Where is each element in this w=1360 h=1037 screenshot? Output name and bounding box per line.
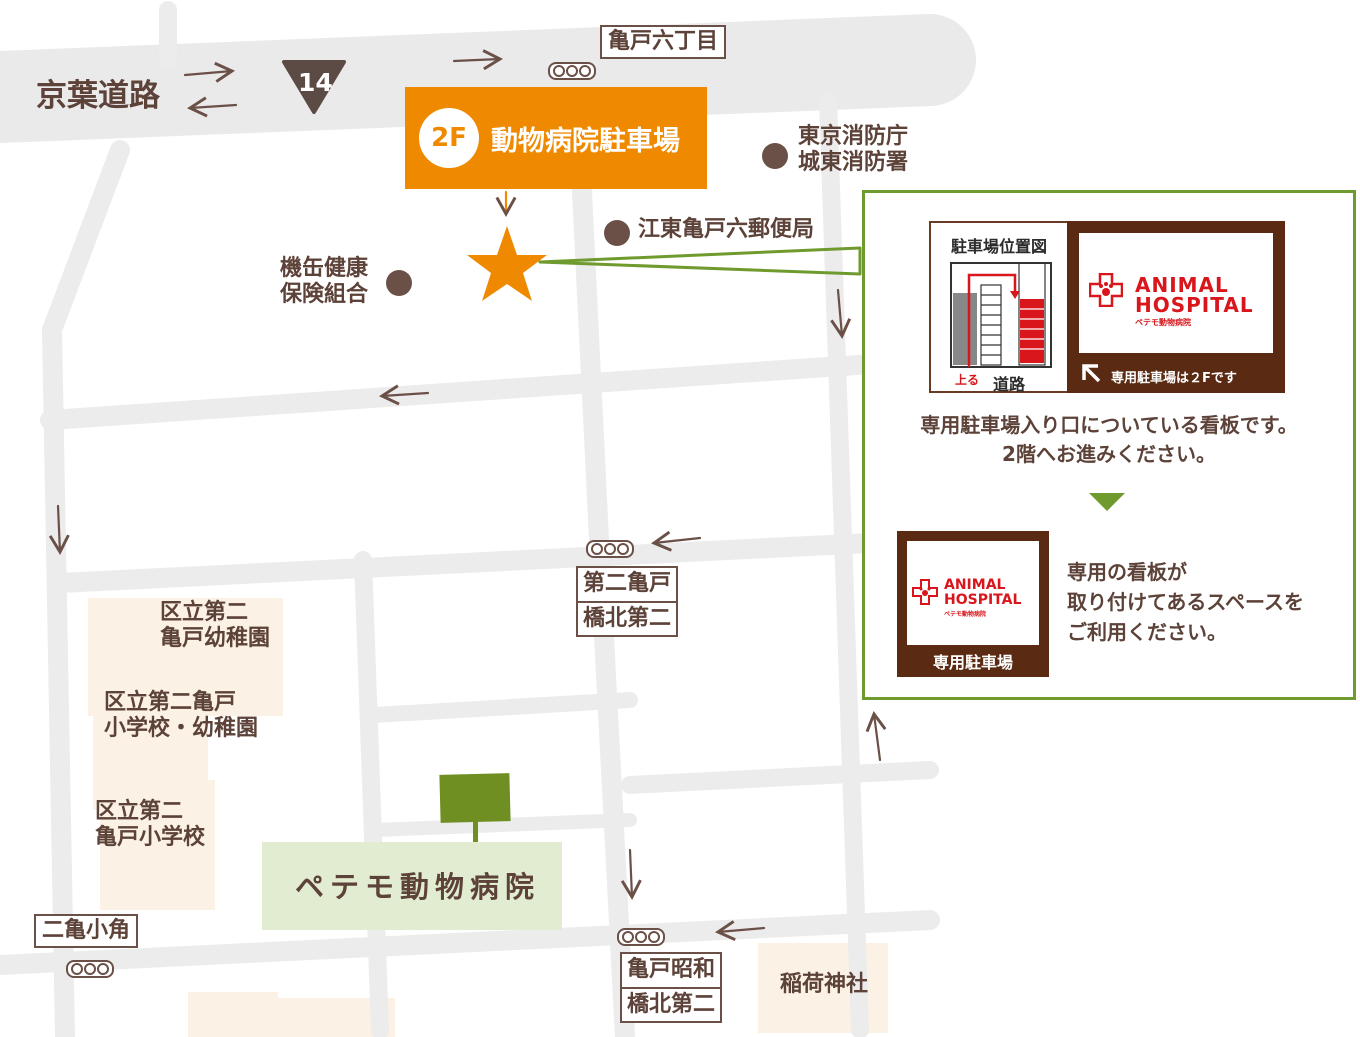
red-cross-paw-icon	[1088, 272, 1124, 308]
kindergarten-label: 区立第二 亀戸幼稚園	[160, 600, 271, 652]
hospital-block	[262, 842, 562, 930]
parking-note: 専用駐車場は２Fです	[1111, 371, 1237, 386]
parking-floor-badge: 2F	[419, 108, 479, 168]
parking-label-text: 動物病院駐車場	[491, 125, 680, 157]
post-office-label: 江東亀戸六郵便局	[638, 217, 815, 242]
intersection-kameido6: 亀戸六丁目	[600, 25, 727, 59]
intersection-daini-kameido: 第二亀戸 橋北第二	[576, 566, 679, 638]
parking-info-panel: 駐車場位置図 上る 道路	[862, 190, 1356, 700]
parking-map-title: 駐車場位置図	[950, 237, 1047, 256]
panel-connector-line	[538, 246, 862, 276]
fire-dept-label: 東京消防庁 城東消防署	[798, 124, 909, 176]
road-network	[0, 1, 976, 1037]
brand-line2: HOSPITAL	[1135, 293, 1254, 317]
hospital-marker-flag	[439, 773, 511, 823]
traffic-signal-icon	[548, 62, 596, 80]
parking-label: 2F 動物病院駐車場	[405, 87, 707, 189]
expressway-label: 京葉道路	[36, 78, 160, 114]
parking-sign-image: 駐車場位置図 上る 道路	[929, 221, 1285, 394]
red-cross-paw-icon	[912, 579, 938, 605]
small-sign-footer: 専用駐車場	[932, 653, 1013, 672]
small-brand-sub: ペテモ動物病院	[944, 611, 987, 618]
intersection-nikame-shokaku: 二亀小角	[34, 914, 139, 948]
traffic-signal-icon	[66, 960, 114, 978]
parking-position-map: 駐車場位置図 上る 道路	[929, 221, 1069, 394]
elementary-school-label: 区立第二 亀戸小学校	[95, 799, 206, 851]
route-14-shield	[282, 60, 346, 114]
hospital-sign-board: ANIMAL HOSPITAL ペテモ動物病院 専用駐車場は２Fです	[1067, 221, 1285, 393]
sign-description: 専用駐車場入り口についている看板です。 2階へお進みください。	[920, 413, 1298, 466]
small-brand-line1: ANIMAL	[944, 577, 1006, 593]
school-kinder-label: 区立第二亀戸 小学校・幼稚園	[104, 690, 259, 742]
up-label: 上る	[955, 373, 980, 387]
usage-note: 専用の看板が 取り付けてあるスペースを ご利用ください。	[1067, 560, 1304, 644]
shrine-label: 稲荷神社	[780, 972, 869, 997]
brand-line1: ANIMAL	[1135, 273, 1229, 297]
traffic-signal-icon	[586, 540, 634, 558]
intersection-kameido-showa: 亀戸昭和 橋北第二	[620, 952, 723, 1024]
fire-dept-marker	[762, 143, 788, 169]
arrow-up-left-icon	[1081, 363, 1101, 383]
brand-sub: ペテモ動物病院	[1135, 318, 1191, 327]
triangle-down-icon	[1089, 493, 1125, 511]
parking-layout-diagram	[950, 262, 1052, 368]
hospital-label: ペテモ動物病院	[295, 870, 541, 904]
traffic-direction-arrows	[48, 49, 887, 942]
route-number: 14	[298, 68, 333, 97]
small-brand-line2: HOSPITAL	[944, 592, 1022, 608]
dedicated-parking-sign: ANIMAL HOSPITAL ペテモ動物病院 専用駐車場	[897, 531, 1049, 677]
traffic-signal-icon	[617, 928, 665, 946]
health-insurance-label: 機缶健康 保険組合	[280, 256, 369, 308]
post-office-marker	[604, 220, 630, 246]
parking-entrance-star	[467, 226, 547, 301]
road-label: 道路	[993, 375, 1026, 394]
health-insurance-marker	[386, 270, 412, 296]
